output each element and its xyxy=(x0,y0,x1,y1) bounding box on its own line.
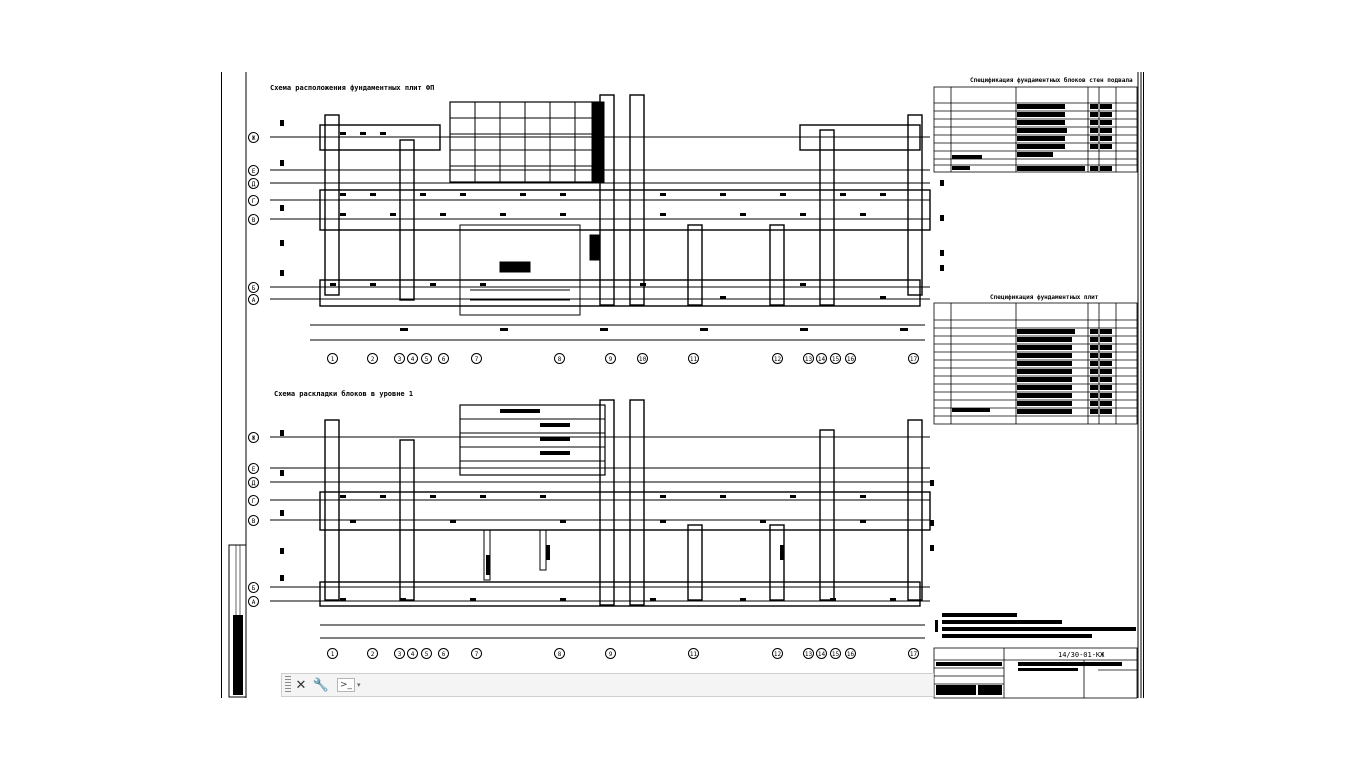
spec-table-bottom-fill xyxy=(952,329,1112,414)
spec-table-bottom xyxy=(933,302,1138,425)
spec-table-top-fill xyxy=(952,104,1112,171)
axis-label: 2 xyxy=(367,648,378,659)
command-input[interactable] xyxy=(366,675,933,695)
drag-handle[interactable] xyxy=(285,676,291,694)
axis-label: В xyxy=(248,214,259,225)
foundation-plan-top xyxy=(270,94,931,341)
axis-label: 4 xyxy=(407,353,418,364)
axis-label: Г xyxy=(248,495,259,506)
axis-label: Д xyxy=(248,178,259,189)
axis-label: Ж xyxy=(248,132,259,143)
axis-label: 13 xyxy=(803,648,814,659)
dimension-marks-top xyxy=(280,120,944,331)
axis-label: 4 xyxy=(407,648,418,659)
axis-label: 5 xyxy=(421,648,432,659)
axis-label: 17 xyxy=(908,353,919,364)
axis-label: Д xyxy=(248,477,259,488)
axis-label: 9 xyxy=(605,353,616,364)
axis-label: 11 xyxy=(688,648,699,659)
dimension-marks-bottom xyxy=(280,409,934,601)
axis-label: 16 xyxy=(845,648,856,659)
block-layout-plan-bottom xyxy=(270,399,931,639)
bottom-plan-title: Схема раскладки блоков в уровне 1 xyxy=(274,390,414,398)
axis-label: Ж xyxy=(248,432,259,443)
title-block xyxy=(933,647,1138,699)
top-plan-title: Схема расположения фундаментных плит ФП xyxy=(270,84,435,92)
axis-label: 1 xyxy=(327,648,338,659)
axis-label: Б xyxy=(248,282,259,293)
axis-label: 1 xyxy=(327,353,338,364)
axis-label: Е xyxy=(248,463,259,474)
chevron-down-icon[interactable]: ▾ xyxy=(357,681,361,689)
axis-label: Б xyxy=(248,582,259,593)
close-icon[interactable]: ✕ xyxy=(295,677,307,693)
axis-label: А xyxy=(248,294,259,305)
axis-label: 14 xyxy=(816,648,827,659)
axis-label: 7 xyxy=(471,353,482,364)
prompt-glyph: >_ xyxy=(340,680,353,690)
axis-label: 3 xyxy=(394,648,405,659)
command-prompt-icon[interactable]: >_ xyxy=(337,678,356,692)
axis-label: 10 xyxy=(637,353,648,364)
drawing-sheet xyxy=(221,72,1144,698)
top-spec-title: Спецификация фундаментных блоков стен по… xyxy=(970,77,1133,84)
axis-label: 14 xyxy=(816,353,827,364)
axis-label: 12 xyxy=(772,648,783,659)
drawing-number: 14/30-01-КЖ xyxy=(1058,651,1105,659)
bottom-spec-title: Спецификация фундаментных плит xyxy=(990,294,1099,301)
axis-label: 12 xyxy=(772,353,783,364)
axis-label: 5 xyxy=(421,353,432,364)
wrench-icon[interactable]: 🔧 xyxy=(312,677,330,693)
axis-label: Е xyxy=(248,165,259,176)
axis-label: 8 xyxy=(554,648,565,659)
notes-block xyxy=(935,613,1136,638)
axis-label: А xyxy=(248,596,259,607)
axis-label: 2 xyxy=(367,353,378,364)
axis-label: 9 xyxy=(605,648,616,659)
axis-label: 15 xyxy=(830,353,841,364)
axis-label: 13 xyxy=(803,353,814,364)
axis-label: 16 xyxy=(845,353,856,364)
axis-label: 11 xyxy=(688,353,699,364)
axis-label: 3 xyxy=(394,353,405,364)
axis-label: Г xyxy=(248,195,259,206)
command-line-bar: ✕ 🔧 >_ ▾ xyxy=(281,673,934,697)
axis-label: В xyxy=(248,515,259,526)
axis-label: 7 xyxy=(471,648,482,659)
axis-label: 15 xyxy=(830,648,841,659)
axis-label: 8 xyxy=(554,353,565,364)
axis-label: 6 xyxy=(438,353,449,364)
axis-label: 6 xyxy=(438,648,449,659)
axis-label: 17 xyxy=(908,648,919,659)
